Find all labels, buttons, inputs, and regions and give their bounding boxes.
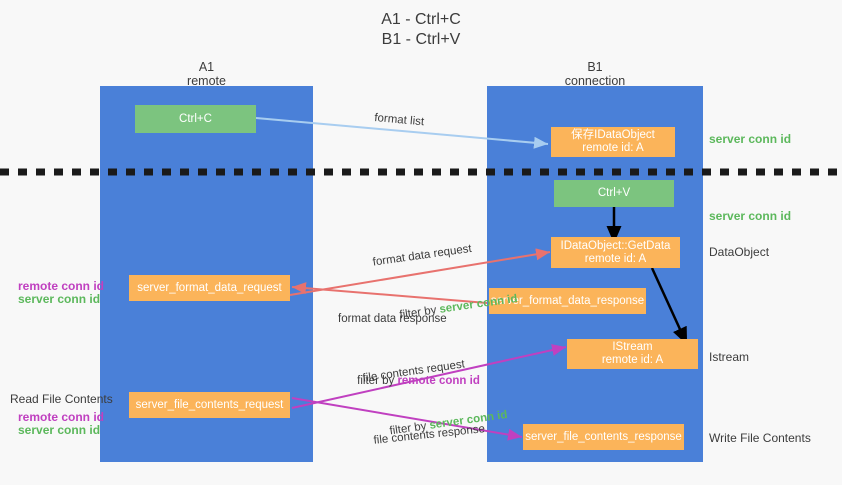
node-istream[interactable]: IStream remote id: A xyxy=(567,339,698,369)
node-save-idataobject[interactable]: 保存IDataObject remote id: A xyxy=(551,127,675,157)
node-server-format-data-response[interactable]: server_format_data_response xyxy=(489,288,646,314)
label-write-file-contents: Write File Contents xyxy=(709,431,811,445)
filter-value-remote-conn-id-1: remote conn id xyxy=(397,375,480,387)
column-header-b1: B1 connection xyxy=(564,60,626,88)
label-remote-conn-id-1: remote conn id xyxy=(18,279,105,293)
edge-label-file-contents-response-filter: filter by remote conn id xyxy=(356,473,501,485)
page-title: A1 - Ctrl+C B1 - Ctrl+V xyxy=(381,11,461,48)
label-dataobject: DataObject xyxy=(709,245,770,259)
edge-label-format-data-response: format data response filter by remote co… xyxy=(338,284,480,430)
label-istream: Istream xyxy=(709,350,750,364)
label-server-conn-id-2: server conn id xyxy=(18,423,101,437)
node-getdata[interactable]: IDataObject::GetData remote id: A xyxy=(551,237,680,268)
edge-label-file-contents-request-text: file contents request xyxy=(362,358,466,385)
node-server-file-contents-request[interactable]: server_file_contents_request xyxy=(129,392,290,418)
edge-label-format-list: format list xyxy=(373,111,425,129)
column-header-a1: A1 remote xyxy=(187,60,226,88)
edge-label-file-contents-response-text: file contents response xyxy=(373,423,486,447)
label-server-conn-id-mid: server conn id xyxy=(709,209,792,223)
label-server-conn-id-1: server conn id xyxy=(18,292,101,306)
label-read-file-contents: Read File Contents xyxy=(10,392,113,406)
node-server-format-data-request[interactable]: server_format_data_request xyxy=(129,275,290,301)
edge-label-format-data-response-filter: filter by remote conn id xyxy=(357,375,480,387)
node-ctrl-c[interactable]: Ctrl+C xyxy=(135,105,256,133)
edge-label-file-contents-response: file contents response filter by remote … xyxy=(370,393,505,485)
node-server-file-contents-response[interactable]: server_file_contents_response xyxy=(523,424,684,450)
label-server-conn-id-top: server conn id xyxy=(709,132,792,146)
edge-label-format-data-response-text: format data response xyxy=(338,313,447,325)
label-remote-conn-id-2: remote conn id xyxy=(18,410,105,424)
node-ctrl-v[interactable]: Ctrl+V xyxy=(554,180,674,207)
edge-label-format-data-request-text: format data request xyxy=(372,242,473,269)
